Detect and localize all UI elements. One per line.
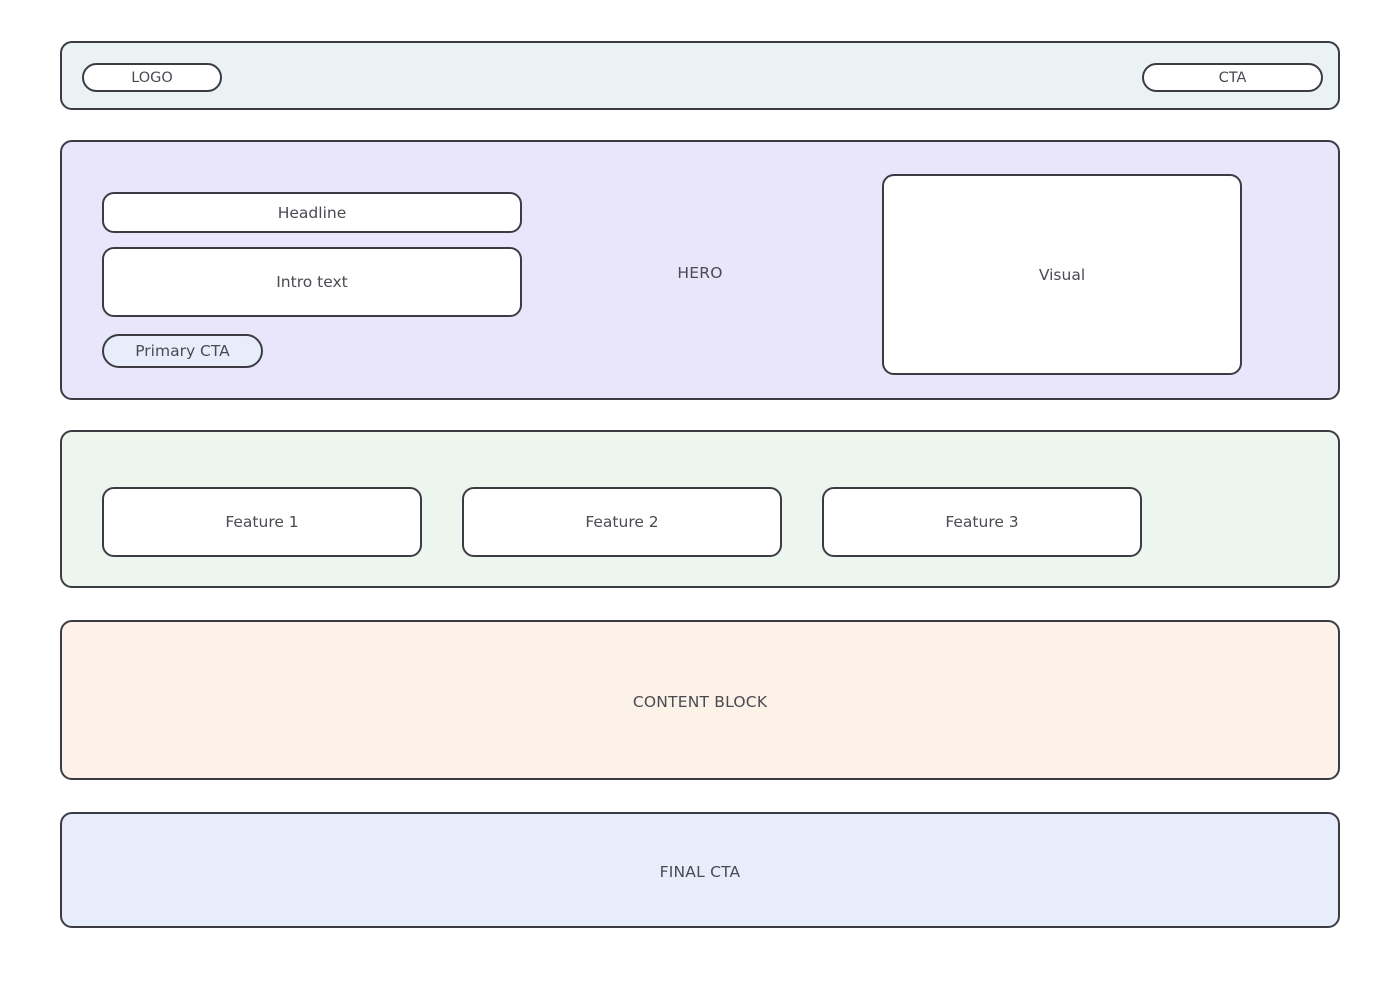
hero-section: HERO Headline Intro text Primary CTA Vis… xyxy=(60,140,1340,400)
hero-section-label: HERO xyxy=(677,264,723,282)
feature-card-3[interactable]: Feature 3 xyxy=(822,487,1142,557)
final-cta-section[interactable]: FINAL CTA xyxy=(60,812,1340,928)
content-block-section: CONTENT BLOCK xyxy=(60,620,1340,780)
header-cta-button[interactable]: CTA xyxy=(1142,63,1323,92)
hero-intro-text-placeholder: Intro text xyxy=(102,247,522,317)
hero-headline-placeholder: Headline xyxy=(102,192,522,233)
logo-button[interactable]: LOGO xyxy=(82,63,222,92)
header-bar: LOGO CTA xyxy=(60,41,1340,110)
hero-primary-cta-button[interactable]: Primary CTA xyxy=(102,334,263,368)
final-cta-label: FINAL CTA xyxy=(659,863,741,881)
feature-card-1[interactable]: Feature 1 xyxy=(102,487,422,557)
hero-visual-placeholder: Visual xyxy=(882,174,1242,375)
feature-card-2[interactable]: Feature 2 xyxy=(462,487,782,557)
features-section: Feature 1 Feature 2 Feature 3 xyxy=(60,430,1340,588)
content-block-label: CONTENT BLOCK xyxy=(632,693,768,711)
